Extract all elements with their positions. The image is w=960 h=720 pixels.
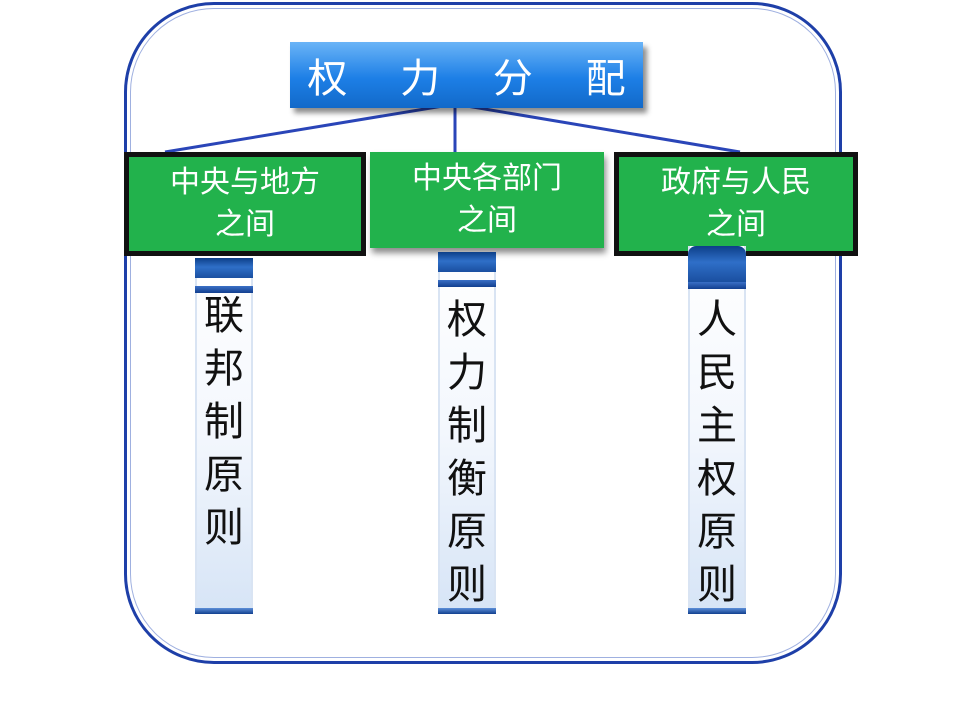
pillar-base [195, 608, 253, 614]
pillar-popular-sovereignty: 人 民 主 权 原 则 [688, 246, 746, 614]
branch-label-government-people: 政府与人民 之间 [661, 165, 811, 242]
pillar-band [195, 286, 253, 293]
branch-label-central-local: 中央与地方 之间 [170, 165, 320, 242]
pillar-base [438, 608, 496, 614]
root-node-title: 权 力 分 配 [290, 42, 643, 108]
branch-node-central-departments: 中央各部门 之间 [370, 152, 604, 248]
branch-label-central-departments: 中央各部门 之间 [412, 161, 562, 238]
pillar-federalism: 联 邦 制 原 则 [195, 258, 253, 614]
pillar-cap [438, 252, 496, 272]
pillar-band [688, 282, 746, 289]
pillar-cap [195, 258, 253, 278]
branch-node-government-people: 政府与人民 之间 [614, 152, 858, 256]
root-node-label: 权 力 分 配 [307, 56, 646, 102]
rounded-frame [124, 2, 842, 664]
connector-left [164, 102, 456, 154]
branch-node-central-local: 中央与地方 之间 [124, 152, 366, 256]
pillar-base [688, 608, 746, 614]
principle-label-federalism: 联 邦 制 原 则 [204, 293, 244, 551]
principle-label-popular-sovereignty: 人 民 主 权 原 则 [697, 297, 737, 608]
pillar-checks-balances: 权 力 制 衡 原 则 [438, 252, 496, 614]
pillar-cap [688, 246, 746, 282]
rounded-frame-inner [130, 8, 836, 658]
pillar-band [438, 280, 496, 287]
connector-right [454, 102, 741, 154]
principle-label-checks-balances: 权 力 制 衡 原 则 [447, 297, 487, 608]
